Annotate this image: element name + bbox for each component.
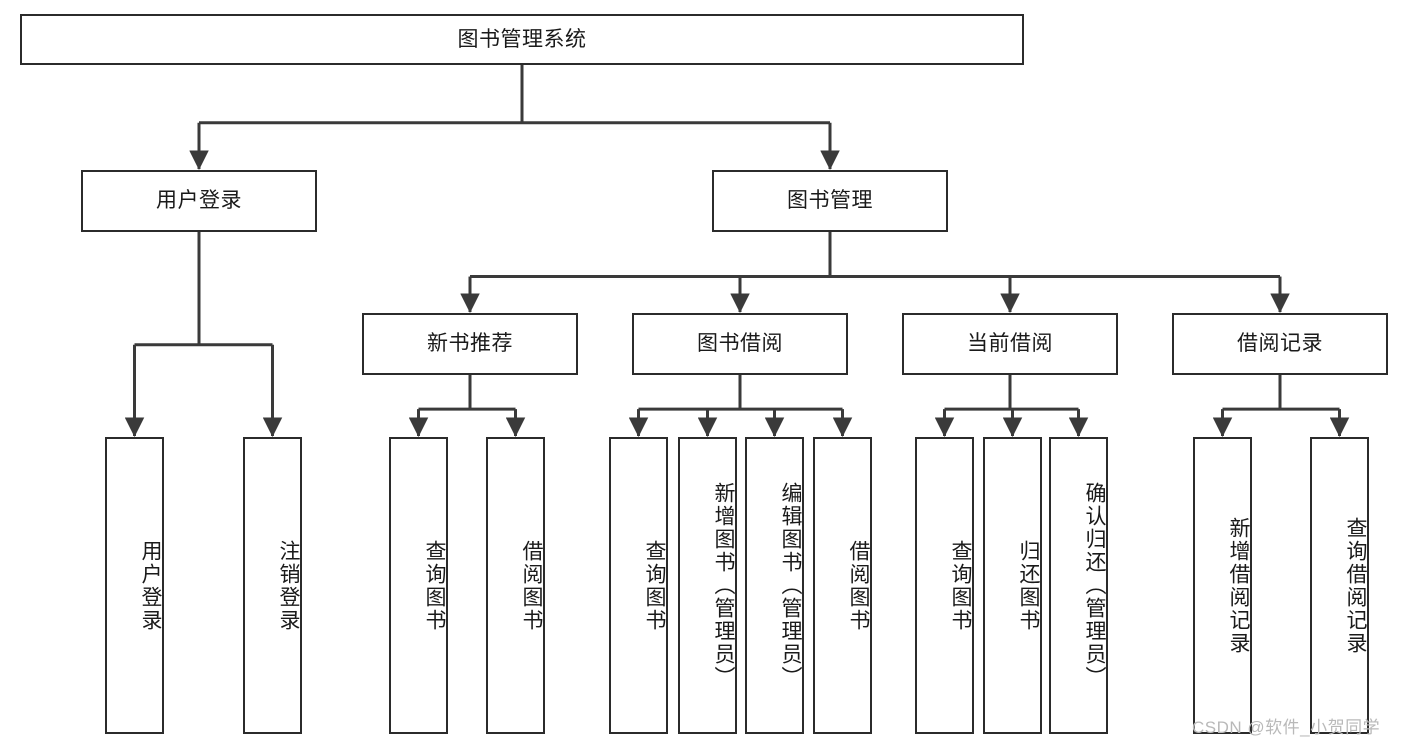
leaf-query-book-current[interactable]: 查询图书 (915, 437, 974, 734)
leaf-borrow-book-label: 借阅图书 (847, 539, 870, 632)
leaf-borrow-book-recommend-label: 借阅图书 (520, 539, 543, 632)
node-user-login[interactable]: 用户登录 (81, 170, 317, 232)
leaf-confirm-return-admin-label: 确认归还（管理员） (1083, 482, 1106, 689)
node-borrow-record-label: 借阅记录 (1237, 332, 1323, 356)
leaf-user-login-label: 用户登录 (139, 539, 162, 632)
leaf-user-login[interactable]: 用户登录 (105, 437, 164, 734)
leaf-add-borrow-record[interactable]: 新增借阅记录 (1193, 437, 1252, 734)
leaf-query-book-borrow-label: 查询图书 (643, 539, 666, 632)
node-new-book-recommend[interactable]: 新书推荐 (362, 313, 578, 375)
leaf-edit-book-admin[interactable]: 编辑图书（管理员） (745, 437, 804, 734)
node-book-management-label: 图书管理 (787, 189, 873, 213)
leaf-borrow-book-recommend[interactable]: 借阅图书 (486, 437, 545, 734)
leaf-logout-login-label: 注销登录 (277, 539, 300, 632)
leaf-query-book-borrow[interactable]: 查询图书 (609, 437, 668, 734)
node-current-borrow-label: 当前借阅 (967, 332, 1053, 356)
edge-group (124, 65, 1350, 437)
leaf-edit-book-admin-label: 编辑图书（管理员） (779, 482, 802, 689)
leaf-query-borrow-record[interactable]: 查询借阅记录 (1310, 437, 1369, 734)
leaf-confirm-return-admin[interactable]: 确认归还（管理员） (1049, 437, 1108, 734)
node-book-borrow-label: 图书借阅 (697, 332, 783, 356)
node-book-management[interactable]: 图书管理 (712, 170, 948, 232)
node-root-label: 图书管理系统 (457, 27, 587, 51)
node-new-book-recommend-label: 新书推荐 (427, 332, 513, 356)
node-borrow-record[interactable]: 借阅记录 (1172, 313, 1388, 375)
leaf-add-book-admin-label: 新增图书（管理员） (712, 482, 735, 689)
node-root[interactable]: 图书管理系统 (20, 14, 1024, 65)
leaf-add-borrow-record-label: 新增借阅记录 (1227, 516, 1250, 655)
leaf-return-book-label: 归还图书 (1017, 539, 1040, 632)
leaf-borrow-book[interactable]: 借阅图书 (813, 437, 872, 734)
leaf-add-book-admin[interactable]: 新增图书（管理员） (678, 437, 737, 734)
node-book-borrow[interactable]: 图书借阅 (632, 313, 848, 375)
leaf-query-book-recommend-label: 查询图书 (423, 539, 446, 632)
leaf-query-book-current-label: 查询图书 (949, 539, 972, 632)
leaf-query-borrow-record-label: 查询借阅记录 (1344, 516, 1367, 655)
leaf-logout-login[interactable]: 注销登录 (243, 437, 302, 734)
leaf-return-book[interactable]: 归还图书 (983, 437, 1042, 734)
node-current-borrow[interactable]: 当前借阅 (902, 313, 1118, 375)
node-user-login-label: 用户登录 (156, 189, 242, 213)
leaf-query-book-recommend[interactable]: 查询图书 (389, 437, 448, 734)
